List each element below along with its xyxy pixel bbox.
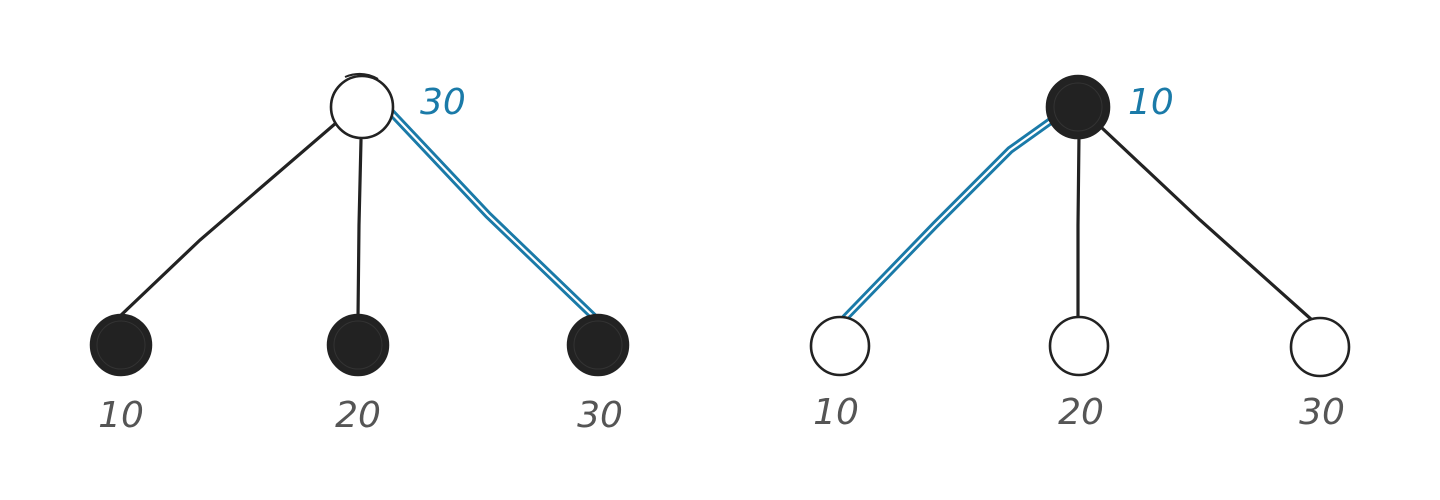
left-edge-leaf-30-highlight-inner xyxy=(387,108,597,320)
right-tree: 10 10 20 30 xyxy=(809,74,1351,433)
right-edge-leaf-10-highlight xyxy=(841,116,1056,322)
right-root-node xyxy=(1045,74,1111,140)
right-root-node-texture xyxy=(1053,82,1103,132)
right-leaf-label-10: 10 xyxy=(813,392,859,433)
left-leaf-label-30: 30 xyxy=(577,395,623,436)
left-tree: 30 10 20 30 xyxy=(89,73,630,436)
right-leaf-label-20: 20 xyxy=(1058,392,1104,433)
left-leaf-node-30 xyxy=(566,313,630,377)
right-edge-leaf-20 xyxy=(1076,133,1081,320)
left-root-annotation: 30 xyxy=(420,82,466,123)
right-leaf-node-20 xyxy=(1048,315,1110,377)
left-leaf-node-10 xyxy=(89,313,153,377)
right-edge-leaf-30 xyxy=(1100,126,1314,322)
left-leaf-label-20: 20 xyxy=(335,395,381,436)
left-leaf-20-texture xyxy=(333,320,383,370)
left-leaf-node-20 xyxy=(326,313,390,377)
left-edge-leaf-10 xyxy=(116,121,338,320)
right-root-annotation: 10 xyxy=(1128,82,1174,123)
left-leaf-10-texture xyxy=(96,320,146,370)
left-edge-leaf-20 xyxy=(356,138,363,320)
right-leaf-label-30: 30 xyxy=(1299,392,1345,433)
right-leaf-node-30 xyxy=(1289,316,1351,378)
left-root-node xyxy=(329,74,395,140)
left-leaf-30-texture xyxy=(573,320,623,370)
right-leaf-node-10 xyxy=(809,315,871,377)
left-root-node-sketch xyxy=(344,73,379,80)
left-leaf-label-10: 10 xyxy=(98,395,144,436)
right-edge-leaf-10-highlight-inner xyxy=(843,118,1054,320)
